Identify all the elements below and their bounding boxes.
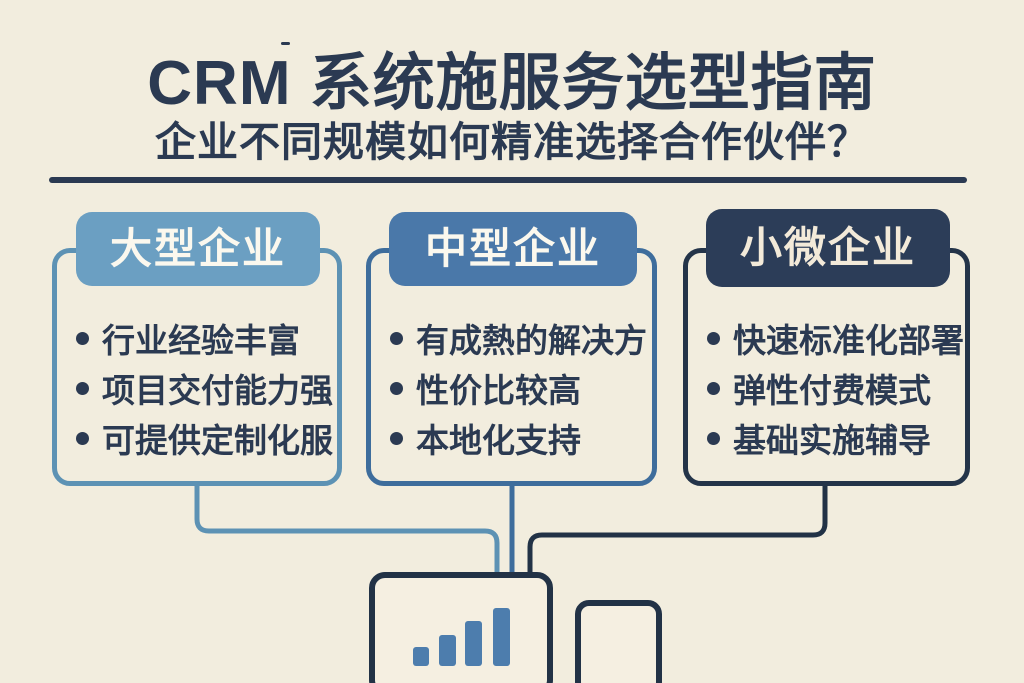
- card-large-enterprise: 行业经验丰富 项目交付能力强 可提供定制化服: [52, 248, 342, 486]
- bullet-dot: [707, 431, 720, 445]
- tablet-device-icon: [369, 572, 553, 683]
- list-item: 基础实施辅导: [707, 413, 965, 463]
- bullet-dot: [390, 331, 403, 345]
- list-item: 可提供定制化服: [76, 413, 337, 463]
- list-item: 快速标准化部署: [707, 313, 965, 363]
- bullet-text: 基础实施辅导: [733, 422, 931, 459]
- bullet-text: 行业经验丰富: [102, 322, 300, 359]
- bullet-text: 有成熱的解决方: [416, 322, 647, 359]
- list-item: 性价比较高: [390, 363, 652, 413]
- stray-mark: [281, 42, 290, 45]
- bullet-dot: [390, 431, 403, 445]
- bullet-dot: [76, 431, 89, 445]
- card-title-medium: 中型企业: [389, 212, 637, 286]
- bullet-dot: [76, 381, 89, 395]
- bullet-dot: [707, 381, 720, 395]
- bullet-text: 本地化支持: [416, 422, 581, 459]
- card-title-large: 大型企业: [76, 212, 320, 286]
- bullet-list: 有成熱的解决方 性价比较高 本地化支持: [371, 313, 652, 463]
- list-item: 有成熱的解决方: [390, 313, 652, 363]
- phone-device-icon: [575, 600, 662, 683]
- bullet-dot: [76, 331, 89, 345]
- bullet-text: 可提供定制化服: [102, 422, 333, 459]
- bullet-text: 性价比较高: [416, 372, 581, 409]
- bullet-text: 快速标准化部署: [733, 322, 964, 359]
- chart-bar: [413, 647, 429, 666]
- chart-bar: [493, 608, 510, 666]
- card-small-enterprise: 快速标准化部署 弹性付费模式 基础实施辅导: [683, 248, 970, 486]
- bullet-text: 弹性付费模式: [733, 372, 931, 409]
- card-medium-enterprise: 有成熱的解决方 性价比较高 本地化支持: [366, 248, 657, 486]
- page-subtitle: 企业不同规模如何精准选择合作伙伴？: [155, 119, 869, 165]
- card-title-small: 小微企业: [706, 209, 950, 287]
- page-title: CRM 系统施服务选型指南: [147, 49, 877, 118]
- list-item: 行业经验丰富: [76, 313, 337, 363]
- divider-line: [49, 177, 967, 183]
- list-item: 项目交付能力强: [76, 363, 337, 413]
- chart-bar: [465, 621, 482, 666]
- bullet-dot: [390, 381, 403, 395]
- list-item: 弹性付费模式: [707, 363, 965, 413]
- bullet-list: 快速标准化部署 弹性付费模式 基础实施辅导: [688, 313, 965, 463]
- bullet-list: 行业经验丰富 项目交付能力强 可提供定制化服: [57, 313, 337, 463]
- bullet-dot: [707, 331, 720, 345]
- list-item: 本地化支持: [390, 413, 652, 463]
- bullet-text: 项目交付能力强: [102, 372, 333, 409]
- connector-large-to-chart: [194, 484, 500, 578]
- chart-bar: [439, 635, 456, 666]
- connector-small-to-chart: [527, 484, 828, 578]
